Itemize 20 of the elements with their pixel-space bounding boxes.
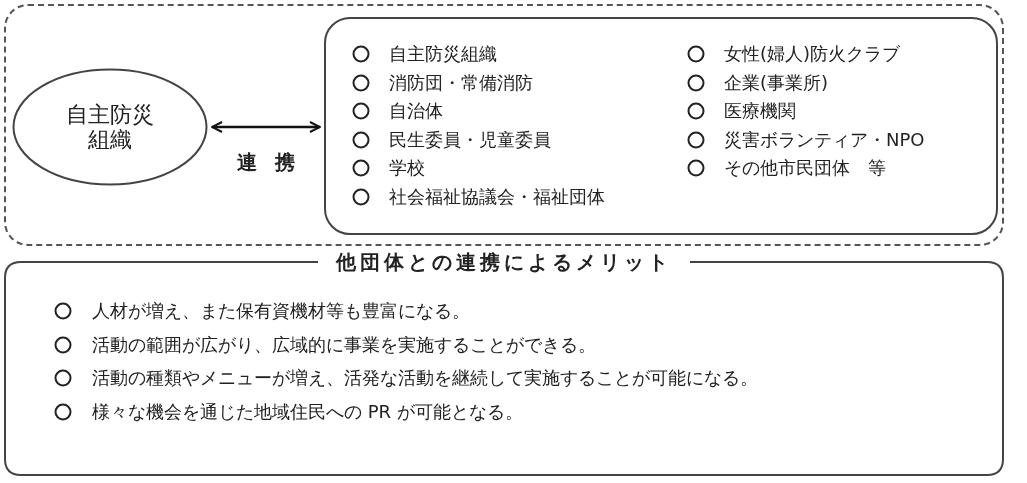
node-label: 自主防災組織 <box>65 102 155 152</box>
list-item: 人材が増え、また保有資機材等も豊富になる。 <box>92 300 470 322</box>
list-item: 女性(婦人)防火クラブ <box>724 43 901 65</box>
list-item: 医療機関 <box>724 100 796 122</box>
double-arrow <box>211 121 321 133</box>
list-item: 様々な機会を通じた地域住民への PR が可能となる。 <box>92 400 523 423</box>
list-item: 自治体 <box>389 100 443 122</box>
list-item: 活動の範囲が広がり、広域的に事業を実施することができる。 <box>92 333 596 356</box>
list-item: 活動の種類やメニューが増え、活発な活動を継続して実施することが可能になる。 <box>92 367 758 389</box>
box-heading: 他団体との連携によるメリット <box>336 250 672 274</box>
list-item: 消防団・常備消防 <box>389 71 533 94</box>
list-item: 企業(事業所) <box>724 71 829 94</box>
list-item: 民生委員・児童委員 <box>389 128 551 151</box>
list-item: 自主防災組織 <box>389 43 497 65</box>
list-item: 災害ボランティア・NPO <box>724 128 925 151</box>
list-item: 学校 <box>389 157 425 179</box>
list-item: 社会福祉協議会・福祉団体 <box>389 185 605 208</box>
dashed-frame <box>4 4 1004 246</box>
list-item: その他市民団体 等 <box>724 157 886 179</box>
list-box <box>324 17 998 235</box>
